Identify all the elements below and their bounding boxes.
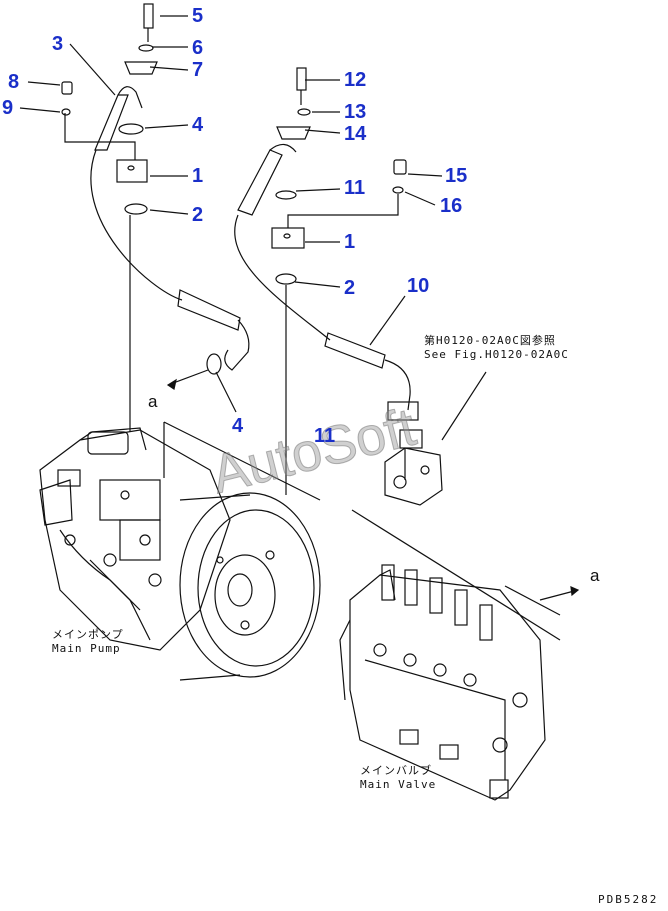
callout-10: 10 xyxy=(407,275,430,297)
callout-7: 7 xyxy=(192,59,204,81)
callout-11-top: 11 xyxy=(344,177,366,199)
main-valve-label-en: Main Valve xyxy=(360,777,437,791)
main-pump-drawing xyxy=(39,427,321,681)
leader-lines xyxy=(19,15,443,413)
view-marker-a-right: a xyxy=(590,566,600,585)
main-valve-label-jp: メインバルブ xyxy=(360,764,432,777)
callout-2-left: 2 xyxy=(192,204,204,226)
callout-4-top: 4 xyxy=(192,114,204,136)
main-pump-label-en: Main Pump xyxy=(52,641,121,655)
drawing-code: PDB5282 xyxy=(598,893,659,906)
callout-8: 8 xyxy=(8,71,20,93)
callout-3: 3 xyxy=(52,33,64,55)
main-pump-label: メインポンプ Main Pump xyxy=(52,628,124,656)
sender-block-drawing xyxy=(384,429,443,506)
callout-15: 15 xyxy=(445,165,468,187)
callout-16: 16 xyxy=(440,195,463,217)
callout-2-right: 2 xyxy=(344,277,356,299)
figure-reference-jp: 第H0120-02A0C図参照 xyxy=(424,334,556,347)
callout-13: 13 xyxy=(344,101,367,123)
callout-12: 12 xyxy=(344,69,367,91)
callout-5: 5 xyxy=(192,5,204,27)
view-marker-a-left: a xyxy=(148,392,158,411)
callout-6: 6 xyxy=(192,37,204,59)
callout-1-right: 1 xyxy=(344,231,356,253)
view-reference-lines xyxy=(163,369,580,641)
main-valve-label: メインバルブ Main Valve xyxy=(360,764,436,792)
callout-4-bottom: 4 xyxy=(232,415,244,437)
figure-reference: 第H0120-02A0C図参照 See Fig.H0120-02A0C xyxy=(424,334,569,362)
main-valve-drawing xyxy=(339,564,546,801)
callout-9: 9 xyxy=(2,97,14,119)
callout-14: 14 xyxy=(344,123,367,145)
callout-1-left: 1 xyxy=(192,165,204,187)
left-hose-assembly xyxy=(61,3,250,432)
main-pump-label-jp: メインポンプ xyxy=(52,628,124,641)
figure-reference-en: See Fig.H0120-02A0C xyxy=(424,347,569,361)
right-hose-assembly xyxy=(234,67,419,495)
callout-11-bottom: 11 xyxy=(314,425,336,447)
